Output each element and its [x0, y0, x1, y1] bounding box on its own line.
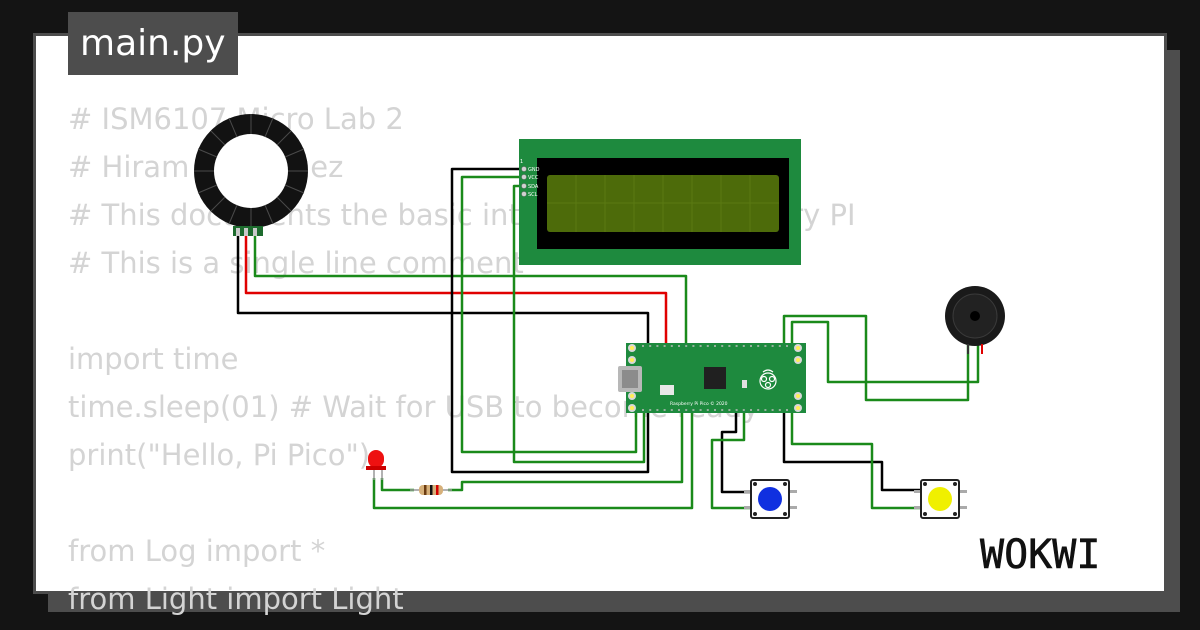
wire-green-btn-yellow [790, 410, 922, 510]
lcd-pin-header: 1 [520, 159, 523, 165]
code-line: from Log import * [68, 534, 326, 568]
code-line: import time [68, 342, 239, 376]
wire-black-btn-blue [720, 410, 752, 494]
wire-black-btn-yellow [782, 410, 922, 492]
lcd-1602-icon[interactable]: 1 GND VCC SDA SCL [519, 139, 801, 265]
wire-green-led [372, 410, 694, 510]
wire-green-buzzer-2 [790, 320, 980, 384]
pushbutton-blue-icon[interactable] [744, 479, 797, 519]
wire-red-ring [244, 235, 668, 347]
led-icon[interactable] [366, 450, 386, 480]
lcd-pin-label: SDA [528, 184, 539, 190]
wire-green-buzzer-1 [782, 314, 970, 402]
wire-green-led-res [380, 478, 414, 492]
wire-green-lcd-1 [460, 175, 638, 454]
wire-green-ring [253, 235, 688, 347]
wire-green-btn-blue [710, 410, 752, 510]
lcd-pin-label: SCL [528, 192, 538, 198]
wires [236, 167, 980, 510]
raspberry-pi-pico-icon[interactable]: Raspberry Pi Pico © 2020 [618, 343, 806, 413]
pushbutton-yellow-icon[interactable] [914, 479, 967, 519]
wire-green-resistor [448, 410, 684, 492]
lcd-pin-label: GND [528, 167, 540, 173]
pico-label: Raspberry Pi Pico © 2020 [670, 400, 728, 407]
wire-green-lcd-2 [512, 184, 646, 464]
circuit-diagram: 1 GND VCC SDA SCL [194, 114, 1005, 519]
resistor-icon[interactable] [410, 485, 452, 495]
wire-black-lcd [450, 167, 650, 474]
buzzer-icon[interactable] [945, 286, 1005, 354]
code-line: from Light import Light [68, 582, 404, 616]
wire-black-ring [236, 235, 650, 347]
file-name-tab: main.py [68, 12, 238, 75]
code-line: time.sleep(01) # Wait for USB to become … [68, 390, 760, 424]
lcd-pin-label: VCC [528, 175, 539, 181]
wokwi-logo: WOKWI [980, 532, 1101, 578]
wokwi-logo-text: WOKWI [980, 532, 1100, 578]
code-line: # This is a single line comment [68, 246, 524, 280]
neopixel-ring-icon[interactable] [194, 114, 308, 236]
code-line: print("Hello, Pi Pico") [68, 438, 371, 472]
